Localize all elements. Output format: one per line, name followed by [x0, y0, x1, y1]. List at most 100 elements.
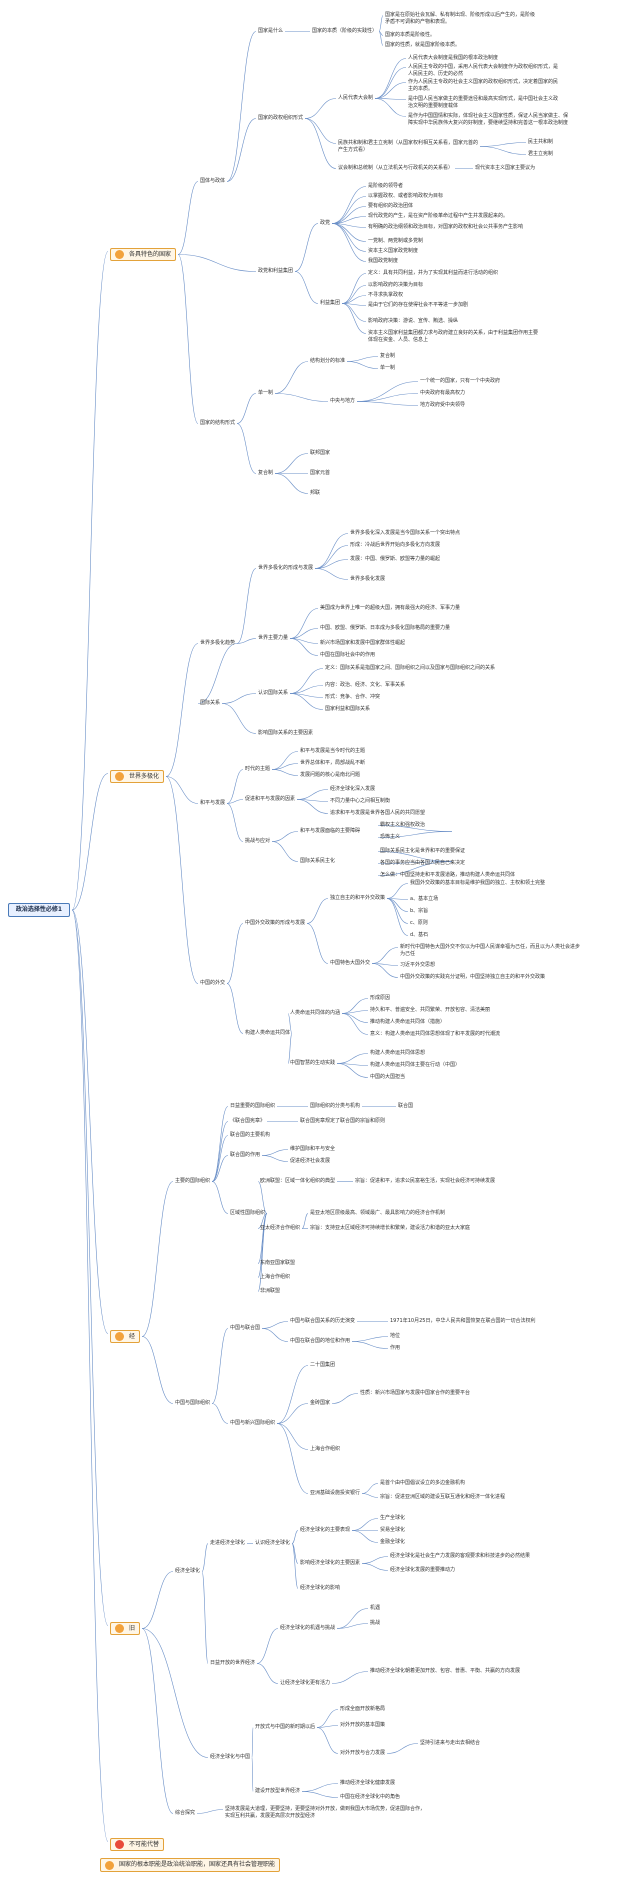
node-n142[interactable]: 认识经济全球化 — [255, 1540, 291, 1546]
node-n130[interactable]: 地位 — [390, 1333, 401, 1339]
node-n4[interactable]: 国家是在原始社会瓦解、私有制出现、阶级形成以后产生的，是阶级矛盾不可调和的产物和… — [385, 12, 536, 25]
node-n19[interactable]: 政党和利益集团 — [258, 268, 294, 274]
node-n161[interactable]: 对外开放与合力发展 — [340, 1750, 386, 1756]
node-n67[interactable]: 和平与发展 — [200, 800, 226, 806]
branch-irreplaceable[interactable]: 不可能代替 — [110, 1838, 165, 1851]
node-n145[interactable]: 贸易全球化 — [380, 1527, 406, 1533]
node-n115[interactable]: 促进经济社会发展 — [290, 1158, 331, 1164]
root-node[interactable]: 政治选择性必修1 — [8, 903, 70, 917]
node-n17[interactable]: 议会制和总统制（从立法机关与行政机关的关系看） — [338, 165, 454, 171]
node-n99[interactable]: 持久和平、普遍安全、共同繁荣、开放包容、清洁美丽 — [370, 1007, 491, 1013]
node-n146[interactable]: 金融全球化 — [380, 1539, 406, 1545]
node-n30[interactable]: 定义：具有共同利益，并为了实现其利益而进行活动的组织 — [368, 270, 499, 276]
node-n50[interactable]: 世界多极化的形成与发展 — [258, 565, 314, 571]
node-n143[interactable]: 经济全球化的主要表现 — [300, 1527, 351, 1533]
node-n110[interactable]: 《联合国宪章》 — [230, 1118, 266, 1124]
node-n81[interactable]: 国际关系民主化是世界和平的重要保证 — [380, 848, 466, 854]
node-n88[interactable]: a、基本立场 — [410, 896, 439, 902]
node-n54[interactable]: 世界多极化发展 — [350, 576, 386, 582]
node-n16[interactable]: 君主立宪制 — [528, 151, 554, 157]
node-n164[interactable]: 推动经济全球化健康发展 — [340, 1780, 396, 1786]
node-n93[interactable]: 新时代中国特色大国外交不仅以为中国人民谋幸福为己任，而且以为人类社会进步为己任 — [400, 944, 581, 957]
node-n75[interactable]: 追求和平与发展是世界各国人民的共同愿望 — [330, 810, 426, 816]
node-n104[interactable]: 构建人类命运共同体主要在行动（中国） — [370, 1062, 461, 1068]
node-n77[interactable]: 和平与发展面临的主要障碍 — [300, 828, 361, 834]
node-n2[interactable]: 国家是什么 — [258, 28, 284, 34]
node-n47[interactable]: 国家元首 — [310, 470, 331, 476]
node-n6[interactable]: 国家的性质，就是国家阶级本质。 — [385, 42, 461, 48]
node-n131[interactable]: 作用 — [390, 1345, 401, 1351]
node-n8[interactable]: 人民代表大会制 — [338, 95, 374, 101]
node-n107[interactable]: 日益重要的国际组织 — [230, 1103, 276, 1109]
branch-multipolarity[interactable]: 世界多极化 — [110, 770, 165, 783]
node-n132[interactable]: 中国与新兴国际组织 — [230, 1420, 276, 1426]
node-n86[interactable]: 独立自主的和平外交政策 — [330, 895, 386, 901]
node-n111[interactable]: 联合国宪章规定了联合国的宗旨和原则 — [300, 1118, 386, 1124]
node-n123[interactable]: 上海合作组织 — [260, 1274, 291, 1280]
node-n117[interactable]: 欧洲联盟：区域一体化组织的典型 — [260, 1178, 336, 1184]
node-n122[interactable]: 东南亚国家联盟 — [260, 1260, 296, 1266]
node-n7[interactable]: 国家的政权组织形式 — [258, 115, 304, 121]
node-n87[interactable]: 我国外交政策的基本目标是维护我国的独立、主权和领土完整 — [410, 880, 546, 886]
node-n55[interactable]: 世界主要力量 — [258, 635, 289, 641]
node-n159[interactable]: 形成全面开放新格局 — [340, 1706, 386, 1712]
node-n31[interactable]: 以影响政府的决策为目标 — [368, 282, 424, 288]
node-n69[interactable]: 和平与发展是当今时代的主题 — [300, 748, 366, 754]
node-n154[interactable]: 挑战 — [370, 1620, 381, 1626]
node-n114[interactable]: 维护国际和平与安全 — [290, 1146, 336, 1152]
node-n135[interactable]: 性质：新兴市场国家与发展中国家合作的重要平台 — [360, 1390, 471, 1396]
node-n119[interactable]: 亚太经济合作组织 — [260, 1225, 301, 1231]
node-n109[interactable]: 联合国 — [398, 1103, 414, 1109]
node-n84[interactable]: 中国的外交 — [200, 980, 226, 986]
node-n5[interactable]: 国家的本质是阶级性。 — [385, 32, 436, 38]
node-n129[interactable]: 中国在联合国的地位和作用 — [290, 1338, 351, 1344]
node-n124[interactable]: 非洲联盟 — [260, 1288, 281, 1294]
node-n157[interactable]: 经济全球化与中国 — [210, 1754, 251, 1760]
node-n70[interactable]: 世界总体和平，局部战乱不断 — [300, 760, 366, 766]
node-n139[interactable]: 宗旨：促进亚洲区域的建设互联互通化和经济一体化进程 — [380, 1494, 506, 1500]
node-n79[interactable]: 恐怖主义 — [380, 834, 401, 840]
node-n97[interactable]: 人类命运共同体的内涵 — [290, 1010, 341, 1016]
node-n46[interactable]: 联邦国家 — [310, 450, 331, 456]
node-n128[interactable]: 1971年10月25日，中华人民共和国恢复在联合国的一切合法权利 — [390, 1318, 536, 1324]
node-n23[interactable]: 要有组织的政治团体 — [368, 203, 414, 209]
node-n32[interactable]: 不寻求执掌政权 — [368, 292, 404, 298]
node-n28[interactable]: 我国政党制度 — [368, 258, 399, 264]
node-n134[interactable]: 金砖国家 — [310, 1400, 331, 1406]
node-n141[interactable]: 走进经济全球化 — [210, 1540, 246, 1546]
node-n53[interactable]: 发展：中国、俄罗斯、欧盟等力量的崛起 — [350, 556, 441, 562]
node-n108[interactable]: 国际组织的分类与机构 — [310, 1103, 361, 1109]
node-n58[interactable]: 新兴市场国家和发展中国家群体性崛起 — [320, 640, 406, 646]
node-n64[interactable]: 形式：竞争、合作、冲突 — [325, 694, 381, 700]
branch-countries[interactable]: 各具特色的国家 — [110, 248, 177, 261]
node-n100[interactable]: 推动构建人类命运共同体（措施） — [370, 1019, 446, 1025]
node-n24[interactable]: 现代政党的产生，是在资产阶级革命过程中产生并发展起来的。 — [368, 213, 509, 219]
node-n37[interactable]: 单一制 — [258, 390, 274, 396]
node-n165[interactable]: 中国在经济全球化中的角色 — [340, 1794, 401, 1800]
node-n60[interactable]: 国际关系 — [200, 700, 221, 706]
node-n158[interactable]: 开放式与中国的新时期以后 — [255, 1724, 316, 1730]
node-n9[interactable]: 人民代表大会制度是我国的根本政治制度 — [408, 55, 499, 61]
node-n133[interactable]: 二十国集团 — [310, 1362, 336, 1368]
node-n78[interactable]: 霸权主义和强权政治 — [380, 822, 426, 828]
node-n72[interactable]: 促进和平与发展的因素 — [245, 796, 296, 802]
node-n163[interactable]: 建设开放型世界经济 — [255, 1788, 301, 1794]
node-n91[interactable]: d、基石 — [410, 932, 429, 938]
node-n127[interactable]: 中国与联合国关系的历史演变 — [290, 1318, 356, 1324]
node-n82[interactable]: 各国的事务应当由各国人民自己来决定 — [380, 860, 466, 866]
node-n48[interactable]: 邦联 — [310, 490, 321, 496]
node-n153[interactable]: 机遇 — [370, 1605, 381, 1611]
node-n61[interactable]: 认识国际关系 — [258, 690, 289, 696]
node-n137[interactable]: 亚洲基础设施投资银行 — [310, 1490, 361, 1496]
node-n18[interactable]: 现代资本主义国家主要议为 — [475, 165, 536, 171]
node-n52[interactable]: 形成：冷战后世界开始向多极化方向发展 — [350, 542, 441, 548]
node-n152[interactable]: 经济全球化的机遇与挑战 — [280, 1625, 336, 1631]
node-n62[interactable]: 定义：国际关系是指国家之间、国际组织之间以及国家与国际组织之间的关系 — [325, 665, 496, 671]
node-n96[interactable]: 构建人类命运共同体 — [245, 1030, 291, 1036]
node-n149[interactable]: 经济全球化发展的重要推动力 — [390, 1567, 456, 1573]
branch-economy[interactable]: 经 — [110, 1330, 141, 1343]
node-n140[interactable]: 经济全球化 — [175, 1568, 201, 1574]
node-n42[interactable]: 一个统一的国家，只有一个中央政府 — [420, 378, 501, 384]
node-n25[interactable]: 有明确的政治纲领和政治目标，对国家的政权和社会公共事务产生影响 — [368, 224, 524, 230]
node-n13[interactable]: 是作为中国国情和实际，体现社会主义国家性质，保证人民当家做主、保障实现中华民族伟… — [408, 113, 569, 126]
